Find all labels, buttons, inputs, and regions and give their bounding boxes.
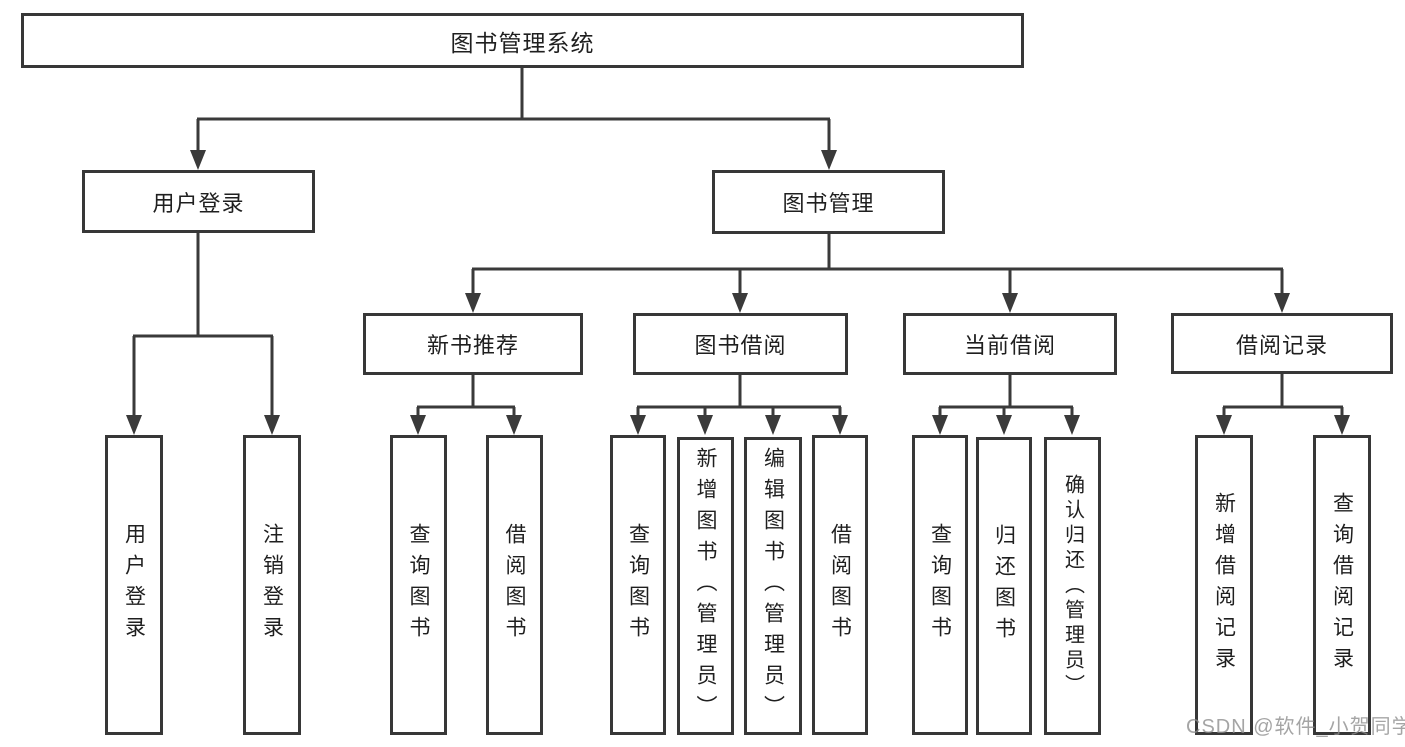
leaf-borrow-books-recommend: 借阅图书: [486, 435, 543, 735]
leaf-query-borrow-record: 查询借阅记录: [1313, 435, 1371, 735]
connector-book-management-to-level3: [465, 234, 1290, 313]
leaf-add-borrow-record-label: 新增借阅记录: [1212, 492, 1236, 678]
leaf-confirm-return-admin: 确认归还（管理员）: [1044, 437, 1101, 735]
leaf-edit-book-admin: 编辑图书（管理员）: [744, 437, 802, 735]
node-user-login: 用户登录: [82, 170, 315, 233]
leaf-borrow-books-label: 借阅图书: [828, 523, 852, 647]
leaf-user-login: 用户登录: [105, 435, 163, 735]
leaf-add-book-admin: 新增图书（管理员）: [677, 437, 734, 735]
leaf-borrow-books-recommend-label: 借阅图书: [503, 523, 526, 647]
leaf-borrow-books: 借阅图书: [812, 435, 868, 735]
leaf-user-login-label: 用户登录: [122, 523, 146, 647]
connector-current-borrow-to-leaves: [932, 375, 1080, 435]
csdn-watermark: CSDN @软件_小贺同学: [1186, 716, 1405, 738]
node-borrow-records: 借阅记录: [1171, 313, 1393, 374]
connector-borrow-records-to-leaves: [1216, 374, 1350, 435]
leaf-query-books-recommend: 查询图书: [390, 435, 447, 735]
leaf-query-books-borrow-label: 查询图书: [626, 523, 650, 647]
leaf-logout-label: 注销登录: [260, 523, 284, 647]
node-new-book-recommend: 新书推荐: [363, 313, 583, 375]
connector-book-borrow-to-leaves: [630, 375, 848, 435]
leaf-query-books-current: 查询图书: [912, 435, 968, 735]
connector-user-login-to-leaves: [126, 233, 280, 435]
leaf-confirm-return-admin-label: 确认归还（管理员）: [1061, 473, 1084, 699]
connector-new-book-recommend-to-leaves: [410, 375, 522, 435]
node-book-borrow: 图书借阅: [633, 313, 848, 375]
connector-root-to-level2: [190, 68, 837, 170]
leaf-edit-book-admin-label: 编辑图书（管理员）: [761, 446, 785, 726]
leaf-add-borrow-record: 新增借阅记录: [1195, 435, 1253, 735]
node-current-borrow: 当前借阅: [903, 313, 1117, 375]
leaf-query-borrow-record-label: 查询借阅记录: [1330, 492, 1354, 678]
leaf-query-books-current-label: 查询图书: [928, 523, 952, 647]
node-book-management: 图书管理: [712, 170, 945, 234]
leaf-query-books-borrow: 查询图书: [610, 435, 666, 735]
node-root: 图书管理系统: [21, 13, 1024, 68]
leaf-query-books-recommend-label: 查询图书: [407, 523, 430, 647]
leaf-add-book-admin-label: 新增图书（管理员）: [694, 446, 717, 726]
leaf-logout: 注销登录: [243, 435, 301, 735]
leaf-return-book: 归还图书: [976, 437, 1032, 735]
leaf-return-book-label: 归还图书: [992, 524, 1016, 648]
